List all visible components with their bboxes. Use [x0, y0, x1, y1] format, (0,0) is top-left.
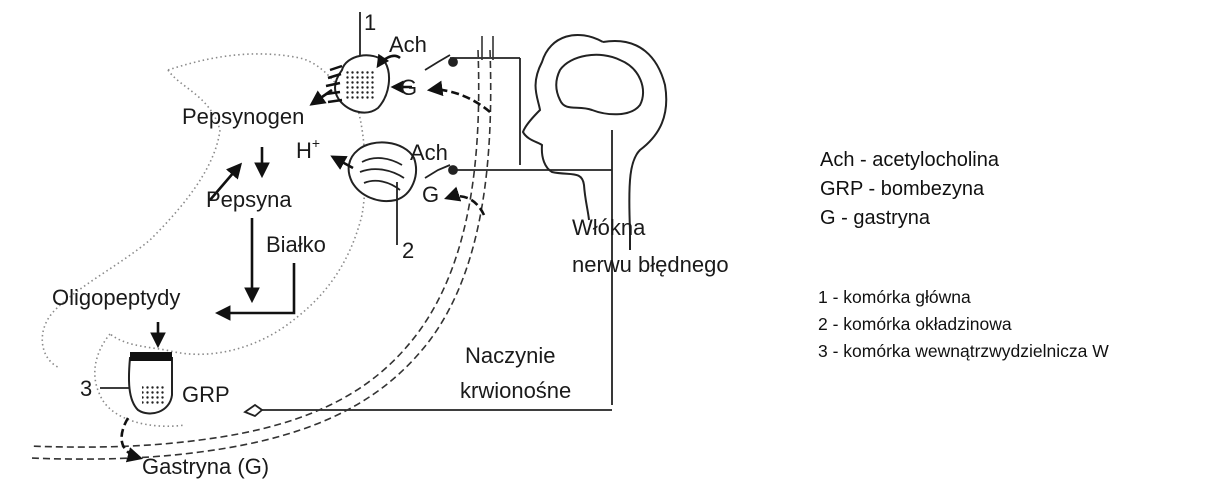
legend-ach: Ach - acetylocholina	[820, 149, 999, 171]
abbreviation-legend: Ach - acetylocholina GRP - bombezyna G -…	[820, 146, 999, 233]
naczynie-label-line2: krwionośne	[460, 378, 571, 403]
g-label-middle: G	[422, 182, 439, 207]
naczynie-label-line1: Naczynie	[465, 343, 555, 368]
parietal-cell-2	[347, 141, 417, 245]
legend-grp: GRP - bombezyna	[820, 178, 985, 200]
cell-legend: 1 - komórka główna 2 - komórka okładzino…	[818, 284, 1109, 365]
pathway-arrows	[150, 53, 412, 349]
vagus-nerve-fibers	[243, 54, 613, 418]
blood-vessel	[29, 36, 494, 460]
stomach-outline	[41, 53, 367, 428]
cell-2-number: 2	[402, 238, 414, 263]
ach-label-middle: Ach	[410, 140, 448, 165]
pepsyna-label: Pepsyna	[206, 187, 292, 212]
chief-cell-1	[325, 12, 391, 114]
wlokna-label-line2: nerwu błędnego	[572, 252, 729, 277]
head-outline	[521, 34, 668, 250]
h-plus-label: H+	[296, 135, 320, 163]
legend-cell-1: 1 - komórka główna	[818, 287, 971, 307]
ach-label-top: Ach	[389, 32, 427, 57]
oligopeptydy-label: Oligopeptydy	[52, 285, 180, 310]
pepsynogen-label: Pepsynogen	[182, 104, 304, 129]
cell-1-number: 1	[364, 10, 376, 35]
g-cell-3	[100, 352, 173, 415]
legend-g: G - gastryna	[820, 207, 931, 229]
g-label-top: G	[400, 75, 417, 100]
wlokna-label-line1: Włókna	[572, 215, 646, 240]
h-plus-base: H	[296, 138, 312, 163]
gastryna-label: Gastryna (G)	[142, 454, 269, 479]
grp-label: GRP	[182, 382, 230, 407]
bialko-label: Białko	[266, 232, 326, 257]
legend-cell-2: 2 - komórka okładzinowa	[818, 314, 1012, 334]
h-plus-superscript: +	[312, 135, 320, 151]
cell-3-number: 3	[80, 376, 92, 401]
gastrin-arrows	[120, 80, 491, 463]
legend-cell-3: 3 - komórka wewnątrzwydzielnicza W	[818, 341, 1109, 361]
